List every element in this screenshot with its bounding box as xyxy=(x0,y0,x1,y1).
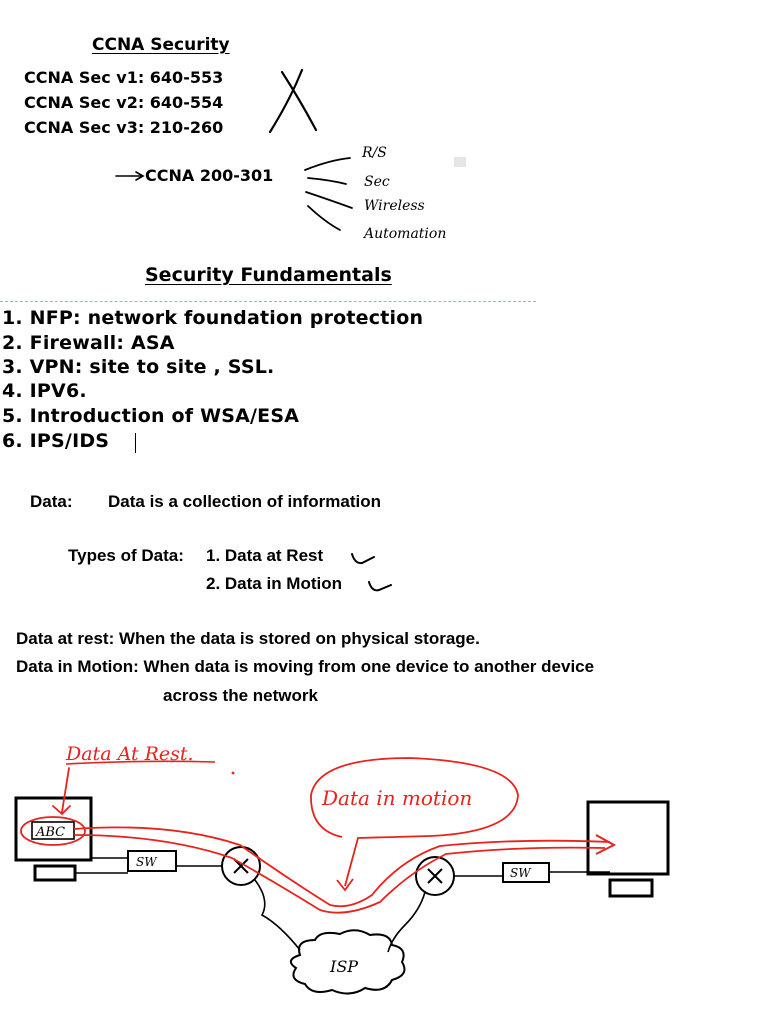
cross-out-mark xyxy=(268,68,318,134)
faint-mark xyxy=(454,157,466,167)
data-in-motion-definition: Data in Motion: When data is moving from… xyxy=(16,657,595,676)
ccna-version-item: CCNA Sec v1: 640-553 xyxy=(24,68,224,87)
topic-item: 6. IPS/IDS xyxy=(2,430,110,452)
ccna-version-item: CCNA Sec v3: 210-260 xyxy=(24,118,224,137)
screen-abc-label: ABC xyxy=(35,825,65,840)
branch-label: Wireless xyxy=(364,198,425,214)
right-router-icon xyxy=(415,856,455,896)
topic-item: 4. IPV6. xyxy=(2,380,87,402)
data-flow-path xyxy=(73,826,611,914)
isp-cloud-label: ISP xyxy=(329,957,358,976)
check-icon xyxy=(351,553,392,592)
branch-label: Sec xyxy=(364,174,390,190)
data-type-item: 1. Data at Rest xyxy=(206,546,324,565)
annotation-dot xyxy=(231,771,235,775)
types-of-data-label: Types of Data: xyxy=(68,546,184,565)
topic-item: 1. NFP: network foundation protection xyxy=(2,307,424,329)
annotation-underline xyxy=(65,760,216,765)
right-computer-icon xyxy=(586,800,670,898)
data-definition: Data is a collection of information xyxy=(108,492,381,511)
section-divider xyxy=(0,301,536,302)
topic-item: 2. Firewall: ASA xyxy=(2,332,175,354)
branch-lines xyxy=(304,157,353,231)
security-fundamentals-title: Security Fundamentals xyxy=(145,264,392,286)
right-switch-label: SW xyxy=(510,866,532,880)
motion-speech-bubble xyxy=(310,757,519,887)
data-in-motion-definition-cont: across the network xyxy=(163,686,318,705)
flow-arrowhead xyxy=(595,834,617,855)
topic-item: 5. Introduction of WSA/ESA xyxy=(2,405,300,427)
data-at-rest-definition: Data at rest: When the data is stored on… xyxy=(16,629,480,648)
branch-label: Automation xyxy=(364,226,447,242)
annotation-data-in-motion: Data in motion xyxy=(321,786,472,810)
bubble-pointer-arrow xyxy=(336,878,354,892)
abc-highlight-circle xyxy=(20,816,86,846)
rest-pointer-arrow xyxy=(52,767,71,816)
branch-label: R/S xyxy=(362,145,387,161)
data-label: Data: xyxy=(30,492,73,511)
screen-abc-box xyxy=(31,821,75,840)
left-switch-label: SW xyxy=(136,855,158,869)
ccna-200-301-label: CCNA 200-301 xyxy=(145,166,274,185)
ccna-security-title: CCNA Security xyxy=(92,35,230,55)
annotation-data-at-rest: Data At Rest. xyxy=(65,743,194,765)
left-switch-icon xyxy=(127,850,177,872)
arrow-icon xyxy=(115,171,145,181)
isp-cloud-icon xyxy=(289,929,406,995)
topic-item: 3. VPN: site to site , SSL. xyxy=(2,356,275,378)
data-type-item: 2. Data in Motion xyxy=(206,574,342,593)
ccna-version-item: CCNA Sec v2: 640-554 xyxy=(24,93,224,112)
text-cursor xyxy=(135,433,136,453)
left-router-icon xyxy=(221,846,261,886)
